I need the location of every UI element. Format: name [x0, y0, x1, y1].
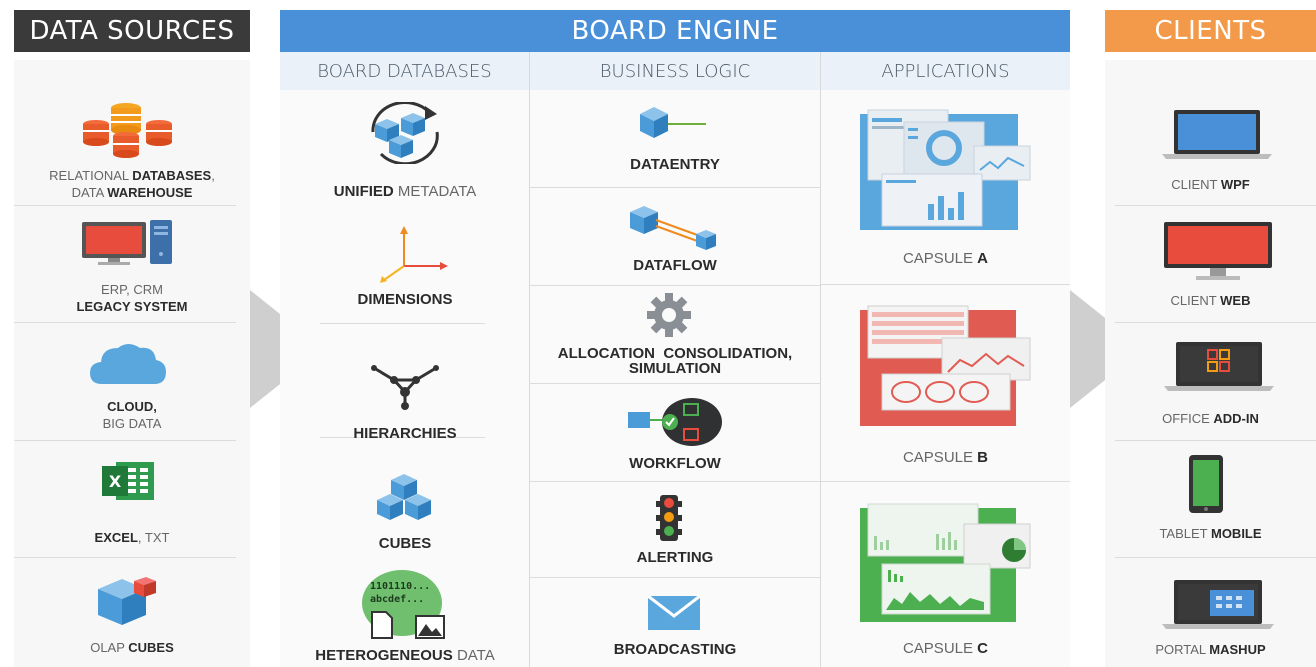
unified-metadata-label: UNIFIED METADATA — [333, 183, 477, 200]
capsule-c-dashboard-icon — [860, 503, 1031, 622]
divider — [14, 557, 236, 558]
workflow-icon — [628, 398, 722, 446]
dataflow-cubes-icon — [630, 206, 716, 250]
svg-text:X: X — [109, 472, 122, 491]
unified-metadata-cubes-icon — [371, 102, 439, 164]
traffic-light-icon — [656, 495, 682, 541]
column-separator — [529, 52, 530, 667]
divider — [821, 284, 1070, 285]
divider — [530, 577, 820, 578]
divider — [530, 383, 820, 384]
dimensions-label: DIMENSIONS — [357, 291, 453, 308]
client-wpf-label: CLIENT WPF — [1171, 177, 1250, 192]
dataentry-label: DATAENTRY — [630, 156, 720, 173]
database-stack-icon — [83, 103, 172, 158]
applications-title: APPLICATIONS — [881, 60, 1010, 82]
data-sources-header: DATA SOURCES — [14, 10, 250, 52]
allocation-label: ALLOCATION CONSOLIDATION, SIMULATION — [557, 345, 793, 377]
envelope-icon — [647, 594, 701, 630]
column-separator — [820, 52, 821, 667]
business-logic-subheader: BUSINESS LOGIC — [530, 52, 820, 90]
workflow-label: WORKFLOW — [629, 455, 721, 472]
divider — [1115, 322, 1316, 323]
cloud-icon — [90, 344, 166, 384]
laptop-blue-icon — [1162, 110, 1272, 159]
excel-icon: X — [102, 462, 154, 500]
hierarchy-tree-icon — [371, 365, 439, 410]
cloud-big-data-label: CLOUD, BIG DATA — [102, 399, 162, 431]
capsule-c-label: CAPSULE C — [902, 640, 989, 657]
relational-databases-label: RELATIONAL DATABASES, DATA WAREHOUSE — [49, 168, 215, 200]
dimensions-axes-icon — [380, 226, 448, 283]
excel-txt-label: EXCEL, TXT — [94, 530, 170, 545]
olap-cube-icon — [98, 577, 156, 625]
divider — [1115, 440, 1316, 441]
divider — [1115, 205, 1316, 206]
desktop-computer-icon — [82, 220, 172, 265]
cubes-label: CUBES — [378, 535, 432, 552]
binary-text: 1101110... — [370, 581, 431, 592]
monitor-red-icon — [1164, 222, 1272, 280]
board-databases-subheader: BOARD DATABASES — [280, 52, 529, 90]
divider — [320, 323, 485, 324]
laptop-portal-icon — [1162, 580, 1274, 629]
tablet-icon — [1189, 455, 1223, 513]
divider — [530, 285, 820, 286]
gear-icon — [647, 293, 691, 337]
clients-title: CLIENTS — [1154, 16, 1267, 46]
divider — [530, 187, 820, 188]
olap-cubes-label: OLAP CUBES — [90, 640, 174, 655]
capsule-a-dashboard-icon — [860, 109, 1031, 230]
client-web-label: CLIENT WEB — [1170, 293, 1251, 308]
capsule-b-dashboard-icon — [860, 305, 1031, 426]
dataflow-label: DATAFLOW — [633, 257, 717, 274]
divider — [14, 440, 236, 441]
business-logic-title: BUSINESS LOGIC — [599, 60, 751, 82]
divider — [1115, 557, 1316, 558]
hierarchies-label: HIERARCHIES — [353, 425, 457, 442]
laptop-office-icon — [1164, 342, 1274, 391]
divider — [821, 481, 1070, 482]
alerting-label: ALERTING — [636, 549, 714, 566]
tablet-mobile-label: TABLET MOBILE — [1159, 526, 1262, 541]
cubes-icon — [377, 474, 431, 520]
data-sources-title: DATA SOURCES — [29, 16, 235, 46]
board-engine-title: BOARD ENGINE — [571, 16, 779, 46]
clients-header: CLIENTS — [1105, 10, 1316, 52]
divider — [14, 205, 236, 206]
heterogeneous-data-label: HETEROGENEOUS DATA — [315, 647, 495, 664]
broadcasting-label: BROADCASTING — [613, 641, 737, 658]
applications-subheader: APPLICATIONS — [821, 52, 1070, 90]
chars-text: abcdef... — [370, 594, 425, 605]
capsule-a-label: CAPSULE A — [902, 250, 989, 267]
portal-mashup-label: PORTAL MASHUP — [1155, 642, 1266, 657]
office-add-in-label: OFFICE ADD-IN — [1162, 411, 1259, 426]
capsule-b-label: CAPSULE B — [902, 449, 989, 466]
heterogeneous-data-icon: 1101110... abcdef... — [362, 570, 448, 640]
board-engine-header: BOARD ENGINE — [280, 10, 1070, 52]
erp-crm-label: ERP, CRM LEGACY SYSTEM — [76, 282, 188, 314]
divider — [14, 322, 236, 323]
dataentry-cube-icon — [640, 107, 706, 138]
divider — [320, 437, 485, 438]
board-databases-title: BOARD DATABASES — [317, 60, 492, 82]
divider — [530, 481, 820, 482]
